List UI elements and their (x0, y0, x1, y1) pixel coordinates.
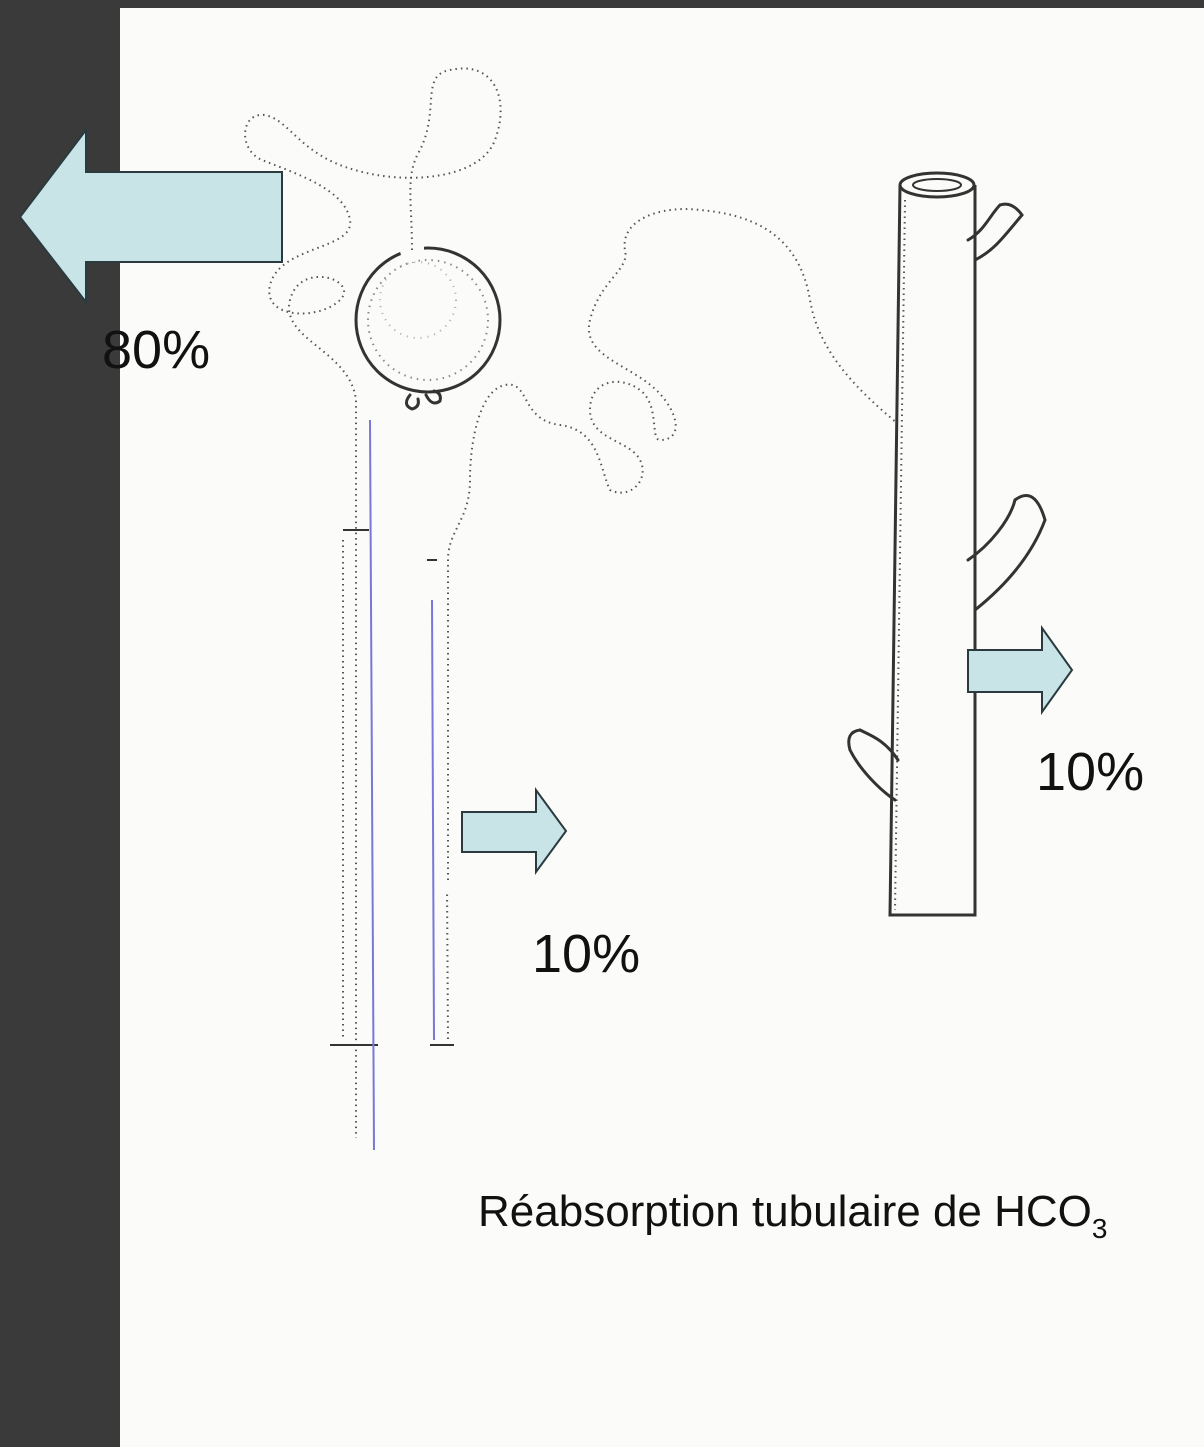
caption: Réabsorption tubulaire de HCO3 (478, 1187, 1107, 1244)
label-collecting-percent: 10% (1036, 742, 1144, 802)
arrow-loop (462, 790, 566, 872)
glomerulus (356, 248, 500, 409)
distal-tubule (448, 209, 905, 880)
caption-subscript: 3 (1092, 1213, 1108, 1244)
collecting-duct (849, 173, 1045, 915)
label-loop-percent: 10% (532, 924, 640, 984)
caption-text: Réabsorption tubulaire de HCO (478, 1187, 1092, 1236)
label-proximal-percent: 80% (102, 320, 210, 380)
arrow-collecting (968, 628, 1072, 712)
